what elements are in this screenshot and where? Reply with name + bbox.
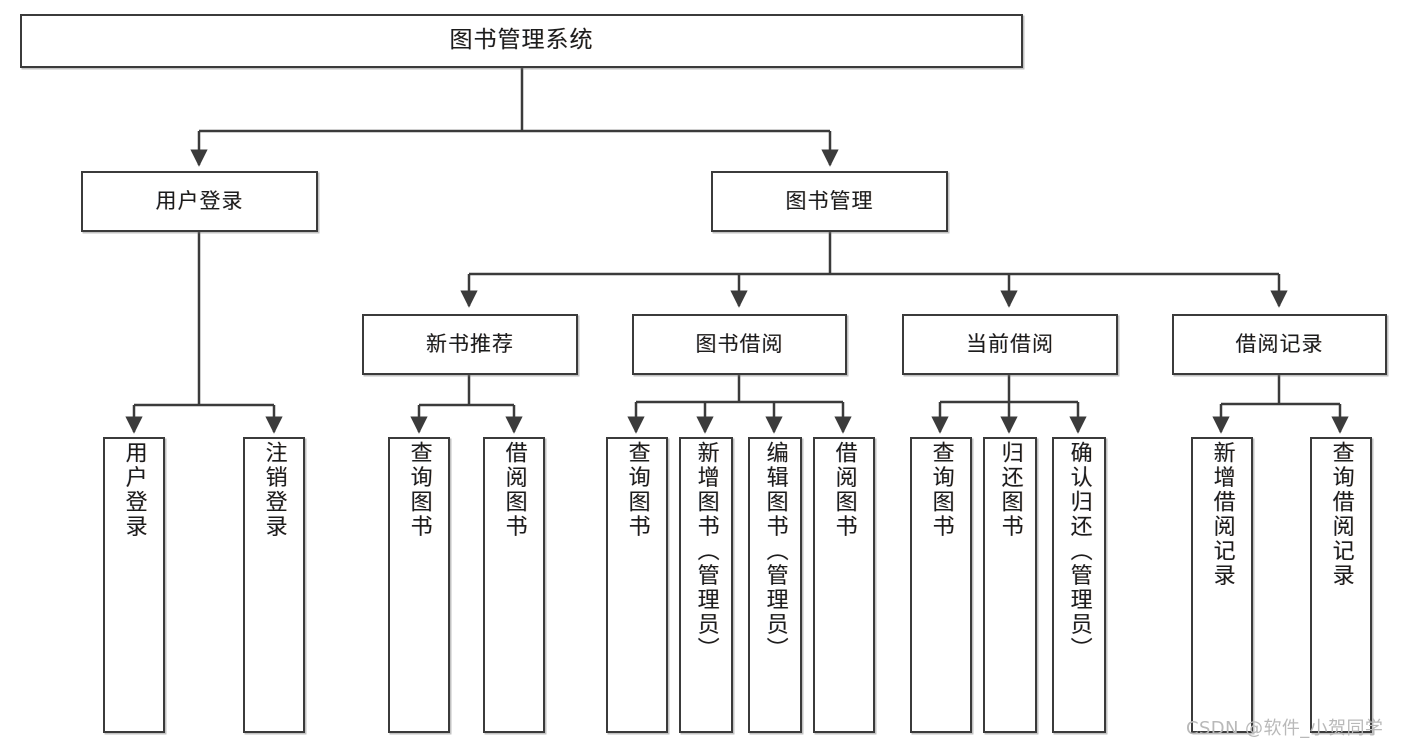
node-leaf-add-book[interactable]: 新增图书（管理员）: [679, 437, 733, 733]
node-root-label: 图书管理系统: [449, 27, 594, 54]
node-leaf-user-logout-label: 注销登录: [261, 441, 287, 539]
node-leaf-query-book-1[interactable]: 查询图书: [388, 437, 450, 733]
node-leaf-return-book-label: 归还图书: [997, 441, 1023, 539]
node-book-borrow[interactable]: 图书借阅: [632, 314, 847, 375]
node-current-borrow[interactable]: 当前借阅: [902, 314, 1118, 375]
csdn-watermark: CSDN @软件_小贺同学: [1186, 718, 1384, 739]
node-leaf-query-record-label: 查询借阅记录: [1328, 441, 1354, 588]
node-leaf-add-record[interactable]: 新增借阅记录: [1191, 437, 1253, 733]
node-leaf-query-book-1-label: 查询图书: [406, 441, 432, 539]
node-leaf-add-book-label: 新增图书（管理员）: [693, 441, 719, 662]
node-book-manage-label: 图书管理: [785, 188, 874, 213]
node-new-book-recommend[interactable]: 新书推荐: [362, 314, 578, 375]
node-leaf-borrow-book-1-label: 借阅图书: [501, 441, 527, 539]
node-leaf-add-record-label: 新增借阅记录: [1209, 441, 1235, 588]
node-leaf-query-book-3-label: 查询图书: [928, 441, 954, 539]
node-leaf-confirm-return-label: 确认归还（管理员）: [1066, 441, 1092, 662]
node-leaf-borrow-book-2-label: 借阅图书: [831, 441, 857, 539]
node-leaf-query-book-2[interactable]: 查询图书: [606, 437, 668, 733]
node-borrow-record[interactable]: 借阅记录: [1172, 314, 1387, 375]
node-leaf-edit-book[interactable]: 编辑图书（管理员）: [748, 437, 802, 733]
node-current-borrow-label: 当前借阅: [966, 331, 1054, 356]
node-new-book-recommend-label: 新书推荐: [426, 331, 514, 356]
node-leaf-edit-book-label: 编辑图书（管理员）: [762, 441, 788, 662]
node-book-borrow-label: 图书借阅: [695, 331, 784, 356]
node-leaf-query-record[interactable]: 查询借阅记录: [1310, 437, 1372, 733]
node-borrow-record-label: 借阅记录: [1235, 331, 1324, 356]
node-leaf-return-book[interactable]: 归还图书: [983, 437, 1037, 733]
node-leaf-query-book-2-label: 查询图书: [624, 441, 650, 539]
node-leaf-user-login[interactable]: 用户登录: [103, 437, 165, 733]
node-root[interactable]: 图书管理系统: [20, 14, 1023, 68]
node-leaf-confirm-return[interactable]: 确认归还（管理员）: [1052, 437, 1106, 733]
node-user-login-label: 用户登录: [155, 188, 244, 213]
node-leaf-borrow-book-2[interactable]: 借阅图书: [813, 437, 875, 733]
node-leaf-borrow-book-1[interactable]: 借阅图书: [483, 437, 545, 733]
node-leaf-query-book-3[interactable]: 查询图书: [910, 437, 972, 733]
node-leaf-user-login-label: 用户登录: [121, 441, 147, 539]
node-book-manage[interactable]: 图书管理: [711, 171, 948, 232]
node-user-login[interactable]: 用户登录: [81, 171, 318, 232]
node-leaf-user-logout[interactable]: 注销登录: [243, 437, 305, 733]
